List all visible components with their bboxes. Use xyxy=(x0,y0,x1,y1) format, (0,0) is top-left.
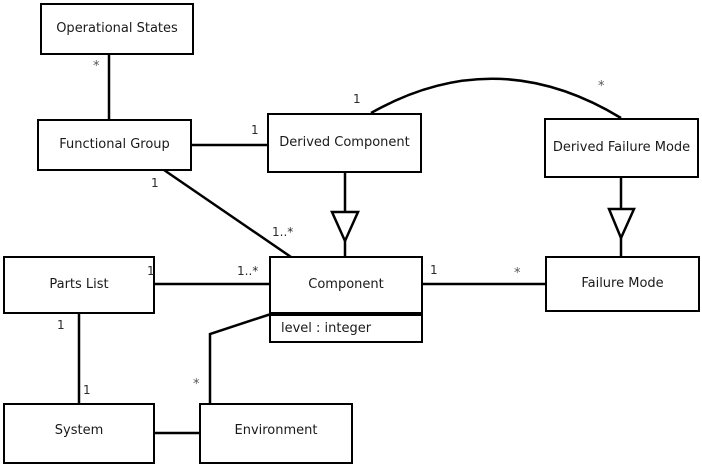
class-name-environment: Environment xyxy=(234,422,318,438)
class-name-derived-failure-mode: Derived Failure Mode xyxy=(552,139,691,155)
multiplicity-functional-group-component-end: 1..* xyxy=(272,225,294,239)
multiplicity-environment-top: * xyxy=(193,377,200,392)
multiplicity-system-top: 1 xyxy=(83,383,91,397)
class-box-derived-component[interactable]: Derived Component xyxy=(267,113,422,173)
association-functional-group-component xyxy=(163,168,292,259)
multiplicity-functional-group-bottom: 1 xyxy=(151,176,159,190)
multiplicity-arc-right: * xyxy=(598,79,605,94)
class-box-derived-failure-mode[interactable]: Derived Failure Mode xyxy=(544,118,699,178)
multiplicity-component-right: 1 xyxy=(430,263,438,277)
class-name-parts-list: Parts List xyxy=(49,276,109,292)
class-box-operational-states[interactable]: Operational States xyxy=(40,3,194,55)
generalization-arrow-derived-failure-mode-failure-mode xyxy=(607,207,636,242)
class-name-operational-states: Operational States xyxy=(56,20,178,36)
class-box-system[interactable]: System xyxy=(3,403,155,464)
multiplicity-failure-mode-left: * xyxy=(514,266,521,281)
association-derived-component-derived-failure-mode xyxy=(370,77,622,120)
class-name-system: System xyxy=(54,422,104,438)
class-name-failure-mode: Failure Mode xyxy=(581,275,664,291)
class-name-functional-group: Functional Group xyxy=(59,136,170,152)
class-attributes-component[interactable]: level : integer xyxy=(269,314,423,343)
generalization-arrow-derived-component-component xyxy=(330,210,360,245)
class-box-failure-mode[interactable]: Failure Mode xyxy=(545,256,700,312)
attribute-level: level : integer xyxy=(281,321,372,336)
class-box-parts-list[interactable]: Parts List xyxy=(3,256,155,314)
multiplicity-parts-list-bottom: 1 xyxy=(57,318,65,332)
multiplicity-arc-left: 1 xyxy=(251,123,259,137)
class-box-functional-group[interactable]: Functional Group xyxy=(37,119,192,171)
association-environment-component xyxy=(208,312,272,404)
class-name-derived-component: Derived Component xyxy=(279,134,410,150)
class-name-component: Component xyxy=(308,276,384,292)
class-box-environment[interactable]: Environment xyxy=(199,403,353,464)
multiplicity-operational-states-functional-group: * xyxy=(93,59,100,74)
multiplicity-derived-component-left: 1 xyxy=(353,92,361,106)
multiplicity-component-left: 1..* xyxy=(237,264,259,278)
multiplicity-parts-list-right: 1 xyxy=(147,264,155,278)
class-box-component[interactable]: Component xyxy=(269,256,423,314)
